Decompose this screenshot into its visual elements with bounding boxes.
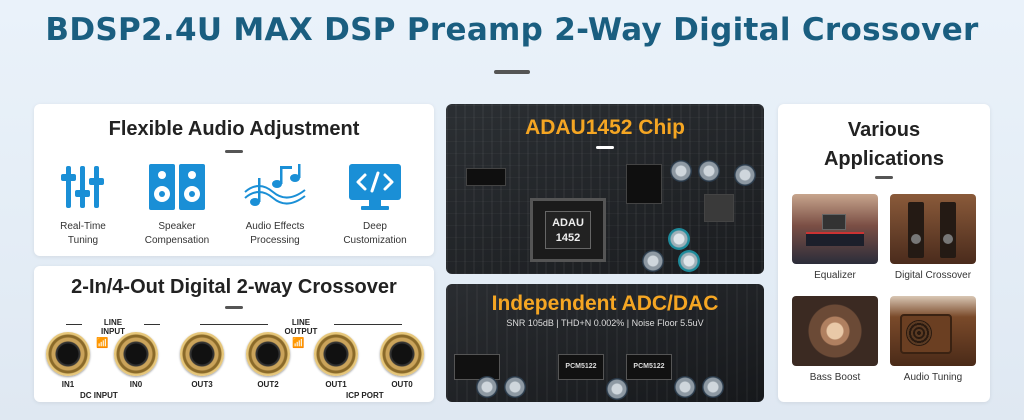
- adc-dac-card: Independent ADC/DAC SNR 105dB | THD+N 0.…: [446, 284, 764, 402]
- sliders-icon: [61, 166, 104, 208]
- board-component: [466, 168, 506, 186]
- port-label: IN0: [129, 380, 143, 389]
- capacitor: [668, 228, 690, 250]
- board-component: [704, 194, 734, 222]
- feature-label: Tuning: [67, 235, 99, 246]
- audio-card-divider: [225, 150, 243, 153]
- crossover-card-divider: [225, 306, 243, 309]
- app-label: Bass Boost: [809, 372, 861, 383]
- rca-jack-out3: [180, 332, 224, 376]
- capacitor: [476, 376, 498, 398]
- capacitor: [698, 160, 720, 182]
- wireless-icon: 📶: [292, 338, 305, 349]
- app-equalizer: Equalizer: [792, 194, 878, 281]
- app-bass-boost: Bass Boost: [792, 296, 878, 383]
- app-digital-crossover: Digital Crossover: [890, 194, 976, 281]
- dc-input-label: DC INPUT: [80, 391, 118, 400]
- audio-card-title: Flexible Audio Adjustment: [108, 118, 360, 140]
- speakers-photo: [890, 194, 976, 264]
- apps-card-divider: [875, 176, 893, 179]
- port-label: IN1: [61, 380, 75, 389]
- radio-photo: [890, 296, 976, 366]
- adc-card-title: Independent ADC/DAC: [491, 292, 719, 315]
- chip-card-divider: [596, 146, 614, 149]
- adau1452-chip: ADAU 1452: [530, 198, 606, 262]
- crossover-card-title: 2-In/4-Out Digital 2-way Crossover: [71, 276, 397, 298]
- line-output-line1: LINE: [291, 318, 311, 327]
- rca-jack-out1: [314, 332, 358, 376]
- line-input-line2: INPUT: [101, 327, 125, 336]
- chip-label: ADAU: [552, 217, 584, 229]
- capacitor: [642, 250, 664, 272]
- line-input-line1: LINE: [103, 318, 123, 327]
- apps-title-line2: Applications: [823, 148, 944, 170]
- chip-label: 1452: [555, 232, 581, 244]
- capacitor: [504, 376, 526, 398]
- music-notes-icon: [244, 164, 306, 206]
- app-label: Digital Crossover: [894, 270, 972, 281]
- port-label: OUT3: [191, 380, 213, 389]
- chip-card-title: ADAU1452 Chip: [525, 116, 685, 139]
- adc-specs: SNR 105dB | THD+N 0.002% | Noise Floor 5…: [506, 318, 704, 328]
- chip-card: ADAU1452 Chip ADAU 1452: [446, 104, 764, 274]
- pcm-chip: [454, 354, 500, 380]
- title-divider: [494, 70, 530, 74]
- feature-label: Compensation: [144, 235, 210, 246]
- line-output-line2: OUTPUT: [284, 327, 318, 336]
- icp-port-label: ICP PORT: [346, 391, 384, 400]
- rca-jack-out0: [380, 332, 424, 376]
- capacitor: [734, 164, 756, 186]
- app-label: Audio Tuning: [903, 372, 963, 383]
- capacitor: [678, 250, 700, 272]
- feature-label: Processing: [250, 235, 300, 246]
- capacitor: [670, 160, 692, 182]
- code-monitor-icon: [349, 164, 401, 210]
- feature-label: Deep: [363, 221, 387, 232]
- pcm-chip-a: PCM5122: [558, 354, 604, 380]
- app-label: Equalizer: [814, 270, 856, 281]
- pcm-chip-b: PCM5122: [626, 354, 672, 380]
- rca-jack-in1: [46, 332, 90, 376]
- capacitor: [674, 376, 696, 398]
- port-label: OUT1: [325, 380, 347, 389]
- rca-jack-in0: [114, 332, 158, 376]
- subwoofer-photo: [792, 296, 878, 366]
- feature-label: Audio Effects: [245, 221, 305, 232]
- port-label: OUT0: [391, 380, 413, 389]
- rca-jack-out2: [246, 332, 290, 376]
- feature-label: Real-Time: [60, 221, 106, 232]
- page-title: BDSP2.4U MAX DSP Preamp 2-Way Digital Cr…: [45, 12, 979, 48]
- app-audio-tuning: Audio Tuning: [890, 296, 976, 383]
- apps-title-line1: Various: [847, 119, 921, 141]
- feature-label: Speaker: [158, 221, 196, 232]
- board-component: [626, 164, 662, 204]
- speaker-icon: [149, 164, 205, 210]
- port-label: OUT2: [257, 380, 279, 389]
- capacitor: [606, 378, 628, 400]
- equalizer-photo: [792, 194, 878, 264]
- wireless-icon: 📶: [96, 338, 109, 349]
- feature-label: Customization: [343, 235, 407, 246]
- capacitor: [702, 376, 724, 398]
